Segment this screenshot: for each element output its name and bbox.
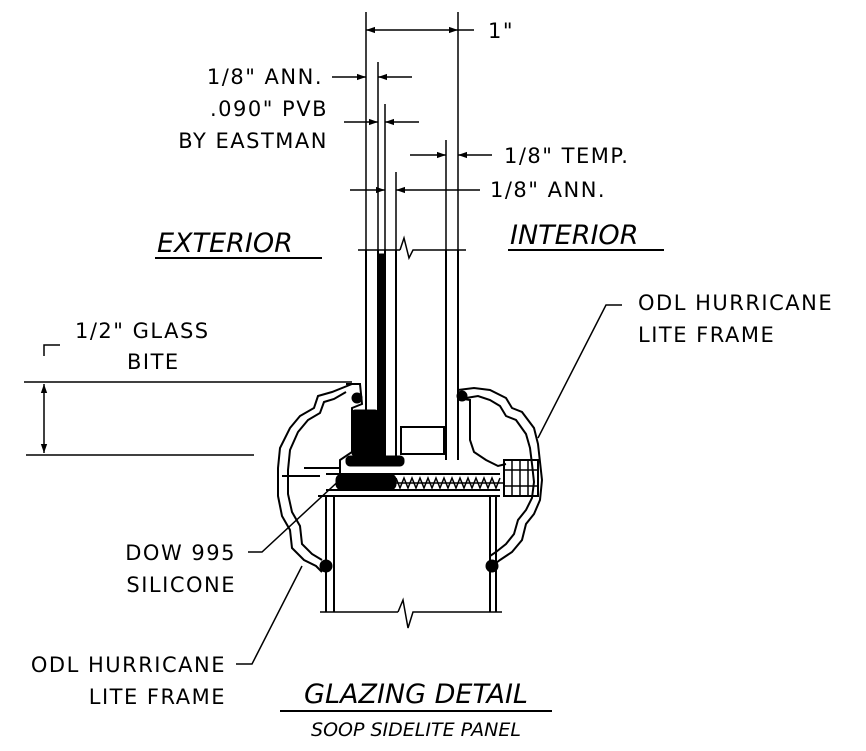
glass-bite-dimension: 1/2" GLASS BITE: [24, 319, 352, 456]
callout-frame-right-line1: ODL HURRICANE: [638, 291, 833, 315]
dimension-overall-label: 1": [488, 19, 514, 43]
callout-frame-right: ODL HURRICANE LITE FRAME: [537, 291, 833, 439]
dimension-interlayer-label-2: BY EASTMAN: [178, 129, 328, 153]
silicone-bead-heel: [345, 455, 405, 467]
frame-screw-thread: [395, 475, 501, 491]
dimension-outer-lite-label: 1/8" ANN.: [207, 65, 323, 89]
dimension-inner-temp: 1/8" TEMP.: [410, 144, 629, 168]
gasket-exterior: [351, 392, 363, 404]
interior-label: INTERIOR: [510, 220, 638, 251]
dimension-interlayer: .090" PVB BY EASTMAN: [178, 97, 419, 153]
callout-frame-left-line2: LITE FRAME: [89, 685, 226, 709]
glass-break-line-top: [358, 235, 466, 261]
silicone-bead-bottom: [335, 473, 397, 491]
glass-bite-label-2: BITE: [127, 350, 180, 374]
dimension-interlayer-label-1: .090" PVB: [210, 97, 328, 121]
dimension-inner-ann-label: 1/8" ANN.: [490, 178, 606, 202]
glass-bite-label-1: 1/2" GLASS: [75, 319, 210, 343]
callout-frame-right-line2: LITE FRAME: [638, 323, 775, 347]
callout-frame-left-line1: ODL HURRICANE: [31, 653, 226, 677]
gasket-interior: [456, 390, 468, 402]
drawing-title: GLAZING DETAIL: [304, 679, 528, 710]
dimension-overall: 1": [366, 19, 514, 43]
callout-frame-left: ODL HURRICANE LITE FRAME: [31, 565, 303, 709]
pvb-interlayer: [377, 253, 386, 459]
glass-extension-lines: [365, 12, 459, 250]
laminated-glass-unit: [365, 250, 459, 460]
silicone-bead-vertical: [351, 409, 379, 457]
dimension-inner-temp-label: 1/8" TEMP.: [504, 144, 629, 168]
hurricane-lite-frame: [277, 383, 544, 629]
frame-screw-head: [503, 459, 539, 497]
dimension-inner-ann: 1/8" ANN.: [350, 178, 606, 202]
gasket-bottom-left: [319, 559, 333, 573]
callout-silicone: DOW 995 SILICONE: [125, 475, 345, 597]
gasket-bottom-right: [485, 559, 499, 573]
drawing-subtitle: SOOP SIDELITE PANEL: [311, 719, 521, 741]
callout-silicone-line1: DOW 995: [125, 541, 236, 565]
dimension-outer-lite: 1/8" ANN.: [207, 65, 412, 89]
exterior-label: EXTERIOR: [157, 228, 293, 259]
callout-silicone-line2: SILICONE: [126, 573, 236, 597]
spacer-block: [400, 426, 445, 455]
